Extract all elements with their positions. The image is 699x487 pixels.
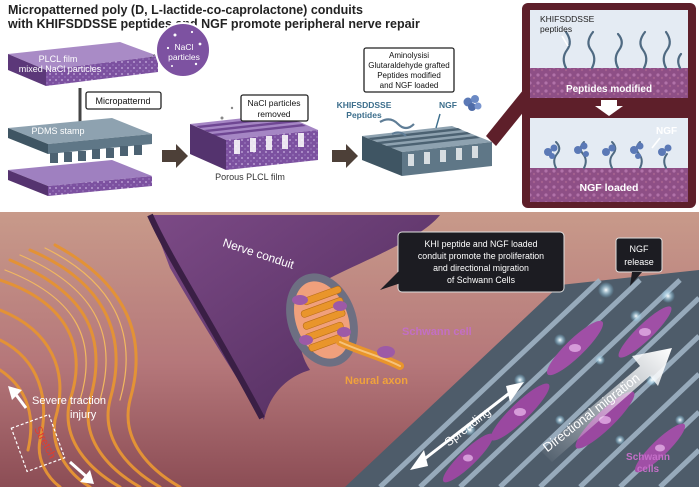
callout-pointer (380, 270, 410, 290)
peptide-chain-icon-2 (391, 131, 407, 137)
grafting-line4: and NGF loaded (380, 81, 439, 90)
peptide-label-line1: KHIFSDDSSE (337, 100, 392, 110)
schwann-cells-group (442, 306, 686, 483)
pdms-stamp-label: PDMS stamp (31, 126, 84, 136)
nacl-removed-line1: NaCl particles (248, 98, 301, 108)
micropattern-stripes (378, 278, 699, 487)
inset-peptides-modified-label: Peptides modified (566, 84, 652, 95)
schwann-cell-on-axon (377, 346, 395, 358)
figure-title-line1: Micropatterned poly (D, L-lactide-co-cap… (8, 3, 363, 17)
inset-peptides-modified (530, 10, 688, 98)
plcl-film (8, 42, 158, 86)
porous-film-label: Porous PLCL film (215, 172, 285, 182)
inset-ngf-loaded (530, 118, 688, 202)
ngf-release-pointer (630, 272, 642, 286)
schwann-cell-in-conduit (292, 295, 351, 345)
process-arrow-1 (162, 144, 188, 168)
nacl-label-line1: NaCl (175, 42, 194, 52)
ngf-release-line2: release (624, 257, 654, 267)
schwann-cell-label: Schwann cell (402, 326, 472, 338)
pdms-stamp (8, 118, 152, 163)
spreading-arrow (410, 382, 524, 470)
process-arrow-2 (332, 144, 358, 168)
nacl-label-line2: particles (168, 52, 200, 62)
inset-ngf-pointer (651, 137, 661, 149)
severe-injury-line1: Severe traction (32, 395, 106, 407)
inset-ngf-loaded-label: NGF loaded (580, 182, 639, 194)
inset-peptides-line1: KHIFSDDSSE (540, 14, 595, 24)
directional-migration-arrow (540, 348, 672, 462)
callout-line2: conduit promote the proliferation (418, 251, 544, 261)
inset-arrow-down (595, 100, 623, 116)
micropatterned-label: Micropatternd (95, 96, 150, 106)
neural-axon-label: Neural axon (345, 375, 408, 387)
patterned-film-under-stamp (8, 160, 152, 196)
ngf-molecule-icon (463, 95, 482, 111)
grafting-line2: Glutaraldehyde grafted (368, 61, 449, 70)
nacl-removed-box (240, 94, 309, 122)
nerve-fibres (0, 243, 182, 487)
figure-title-line2: with KHIFSDDSSE peptides and NGF promote… (7, 17, 420, 31)
grafting-box (363, 47, 455, 93)
inset-peptide-pointer (561, 35, 569, 47)
schwann-cells-label-line1: Schwann (626, 452, 670, 463)
inset-peptides-line2: peptides (540, 24, 572, 34)
ngf-pointer (435, 113, 441, 129)
ngf-label-top: NGF (439, 100, 457, 110)
grafting-line3: Peptides modified (377, 71, 441, 80)
ngf-release-line1: NGF (630, 244, 650, 254)
nacl-removed-line2: removed (257, 109, 290, 119)
axon-bundle (300, 285, 346, 352)
severe-injury-line2: injury (70, 409, 97, 421)
plcl-film-label-line2: mixed NaCl particles (19, 64, 102, 74)
callout-box (397, 231, 565, 293)
schwann-cells-label-line2: cells (637, 464, 660, 475)
inset-ngf-label: NGF (656, 126, 677, 137)
callout-line1: KHI peptide and NGF loaded (425, 239, 538, 249)
porous-plcl-film (190, 114, 318, 170)
stretch-arrow-down (69, 460, 89, 480)
callout-line3: and directional migration (433, 263, 529, 273)
peptide-label-line2: Peptides (346, 110, 382, 120)
grafting-line1: Aminolysisi (389, 51, 429, 60)
callout-line4: of Schwann Cells (447, 275, 516, 285)
plcl-film-label-line1: PLCL film (39, 54, 78, 64)
micropatterned-box (85, 91, 162, 110)
peptide-chain-icon (379, 118, 415, 130)
